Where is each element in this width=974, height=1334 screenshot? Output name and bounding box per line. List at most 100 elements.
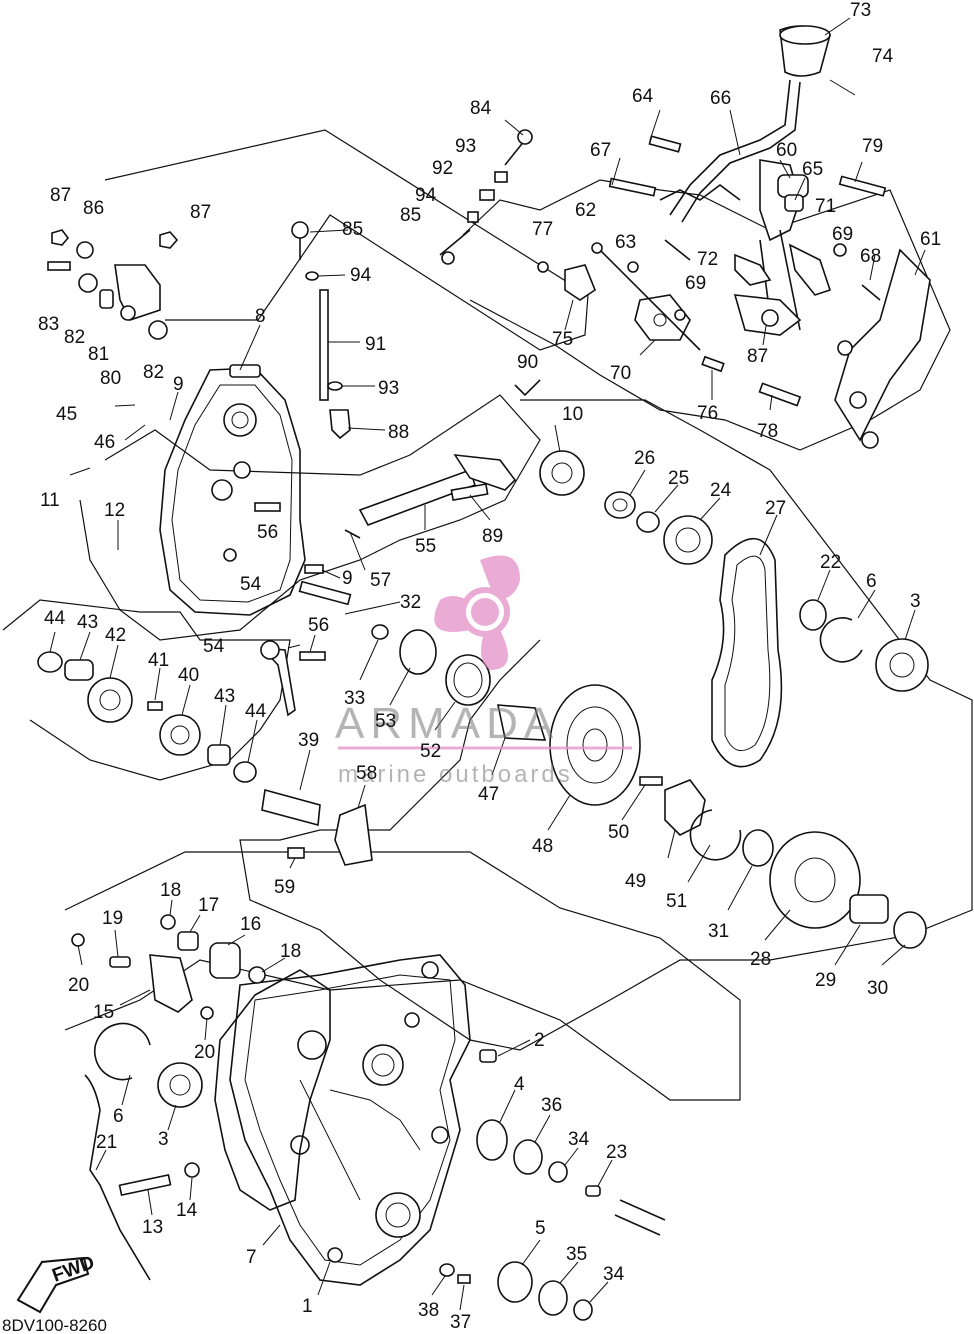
callout-label: 39 <box>298 730 319 751</box>
callout-label: 14 <box>176 1200 198 1221</box>
callout-label: 64 <box>632 86 654 107</box>
callout-label: 68 <box>860 246 881 267</box>
callout-label: 57 <box>370 570 391 591</box>
callout-label: 55 <box>415 536 436 557</box>
callout-label: 83 <box>38 314 59 335</box>
callout-label: 90 <box>517 352 538 373</box>
callout-label: 1 <box>302 1296 313 1317</box>
callout-label: 93 <box>455 136 476 157</box>
callout-label: 3 <box>910 591 921 612</box>
callout-label: 75 <box>552 329 573 350</box>
callout-label: 92 <box>432 158 453 179</box>
callout-label: 66 <box>710 88 731 109</box>
callout-label: 93 <box>378 378 399 399</box>
callout-label: 45 <box>56 404 77 425</box>
callout-label: 74 <box>872 46 894 67</box>
callout-label: 9 <box>342 568 353 589</box>
callout-label: 44 <box>245 701 267 722</box>
callout-label: 86 <box>83 198 104 219</box>
callout-label: 87 <box>747 346 768 367</box>
callout-label: 12 <box>104 500 125 521</box>
callout-labels: 73 74 84 64 66 93 92 67 60 65 79 87 86 8… <box>38 0 941 1333</box>
callout-label: 46 <box>94 432 115 453</box>
callout-label: 63 <box>615 232 636 253</box>
callout-label: 91 <box>365 334 386 355</box>
callout-label: 70 <box>610 363 631 384</box>
callout-label: 4 <box>514 1074 525 1095</box>
callout-label: 37 <box>450 1312 471 1333</box>
callout-label: 94 <box>415 185 437 206</box>
callout-label: 34 <box>603 1264 625 1285</box>
callout-label: 19 <box>102 908 123 929</box>
callout-label: 80 <box>100 368 121 389</box>
callout-label: 23 <box>606 1142 627 1163</box>
callout-label: 52 <box>420 741 441 762</box>
diagram-code: 8DV100-8260 <box>2 1316 107 1334</box>
callout-label: 18 <box>280 941 301 962</box>
callout-label: 69 <box>685 273 706 294</box>
callout-label: 3 <box>158 1129 169 1150</box>
callout-label: 82 <box>143 362 164 383</box>
armada-watermark: ARMADA marine outboards <box>335 555 632 788</box>
callout-label: 56 <box>308 615 329 636</box>
callout-label: 29 <box>815 970 836 991</box>
callout-label: 81 <box>88 344 109 365</box>
callout-label: 53 <box>375 711 396 732</box>
leader-lines <box>49 17 926 1311</box>
callout-label: 31 <box>708 921 729 942</box>
callout-label: 49 <box>625 871 646 892</box>
callout-label: 77 <box>532 219 553 240</box>
callout-label: 94 <box>350 265 372 286</box>
callout-label: 22 <box>820 552 841 573</box>
crank-parts <box>254 502 389 866</box>
callout-label: 89 <box>482 526 503 547</box>
callout-label: 47 <box>478 784 499 805</box>
shift-linkage <box>537 25 931 449</box>
lower-crankcase-1 <box>229 954 471 1286</box>
callout-label: 7 <box>246 1247 257 1268</box>
callout-label: 33 <box>344 688 365 709</box>
callout-label: 42 <box>105 625 126 646</box>
callout-label: 61 <box>920 229 941 250</box>
callout-label: 76 <box>697 403 718 424</box>
pulley-assembly <box>399 629 927 949</box>
callout-label: 82 <box>64 327 85 348</box>
lower-left-parts <box>71 914 266 1281</box>
callout-label: 32 <box>400 592 421 613</box>
callout-label: 9 <box>173 374 184 395</box>
gasket-7 <box>214 969 331 1211</box>
callout-label: 87 <box>50 185 71 206</box>
callout-label: 40 <box>178 665 199 686</box>
callout-label: 51 <box>666 891 687 912</box>
propeller-logo-icon <box>434 555 520 670</box>
callout-label: 62 <box>575 200 596 221</box>
callout-label: 65 <box>802 159 823 180</box>
callout-label: 26 <box>634 448 655 469</box>
callout-label: 35 <box>566 1244 587 1265</box>
lower-right-parts <box>439 1049 666 1321</box>
callout-label: 17 <box>198 895 219 916</box>
shift-shaft-55 <box>344 379 541 539</box>
callout-label: 73 <box>850 0 871 21</box>
callout-label: 21 <box>96 1132 117 1153</box>
callout-label: 5 <box>535 1218 546 1239</box>
callout-label: 20 <box>68 975 89 996</box>
callout-label: 18 <box>160 880 181 901</box>
fwd-label: FWD <box>50 1252 98 1287</box>
callout-label: 27 <box>765 498 786 519</box>
callout-label: 88 <box>388 422 409 443</box>
callout-label: 24 <box>710 480 732 501</box>
callout-label: 85 <box>342 219 363 240</box>
callout-label: 69 <box>832 224 853 245</box>
callout-label: 67 <box>590 140 611 161</box>
callout-label: 48 <box>532 836 553 857</box>
callout-label: 36 <box>541 1095 562 1116</box>
callout-label: 2 <box>534 1030 545 1051</box>
callout-label: 60 <box>776 140 797 161</box>
callout-label: 71 <box>815 196 836 217</box>
throttle-link-parts <box>47 129 533 440</box>
callout-label: 87 <box>190 202 211 223</box>
watermark-tagline: marine outboards <box>338 761 573 788</box>
crankcase-cover-8 <box>159 364 306 616</box>
